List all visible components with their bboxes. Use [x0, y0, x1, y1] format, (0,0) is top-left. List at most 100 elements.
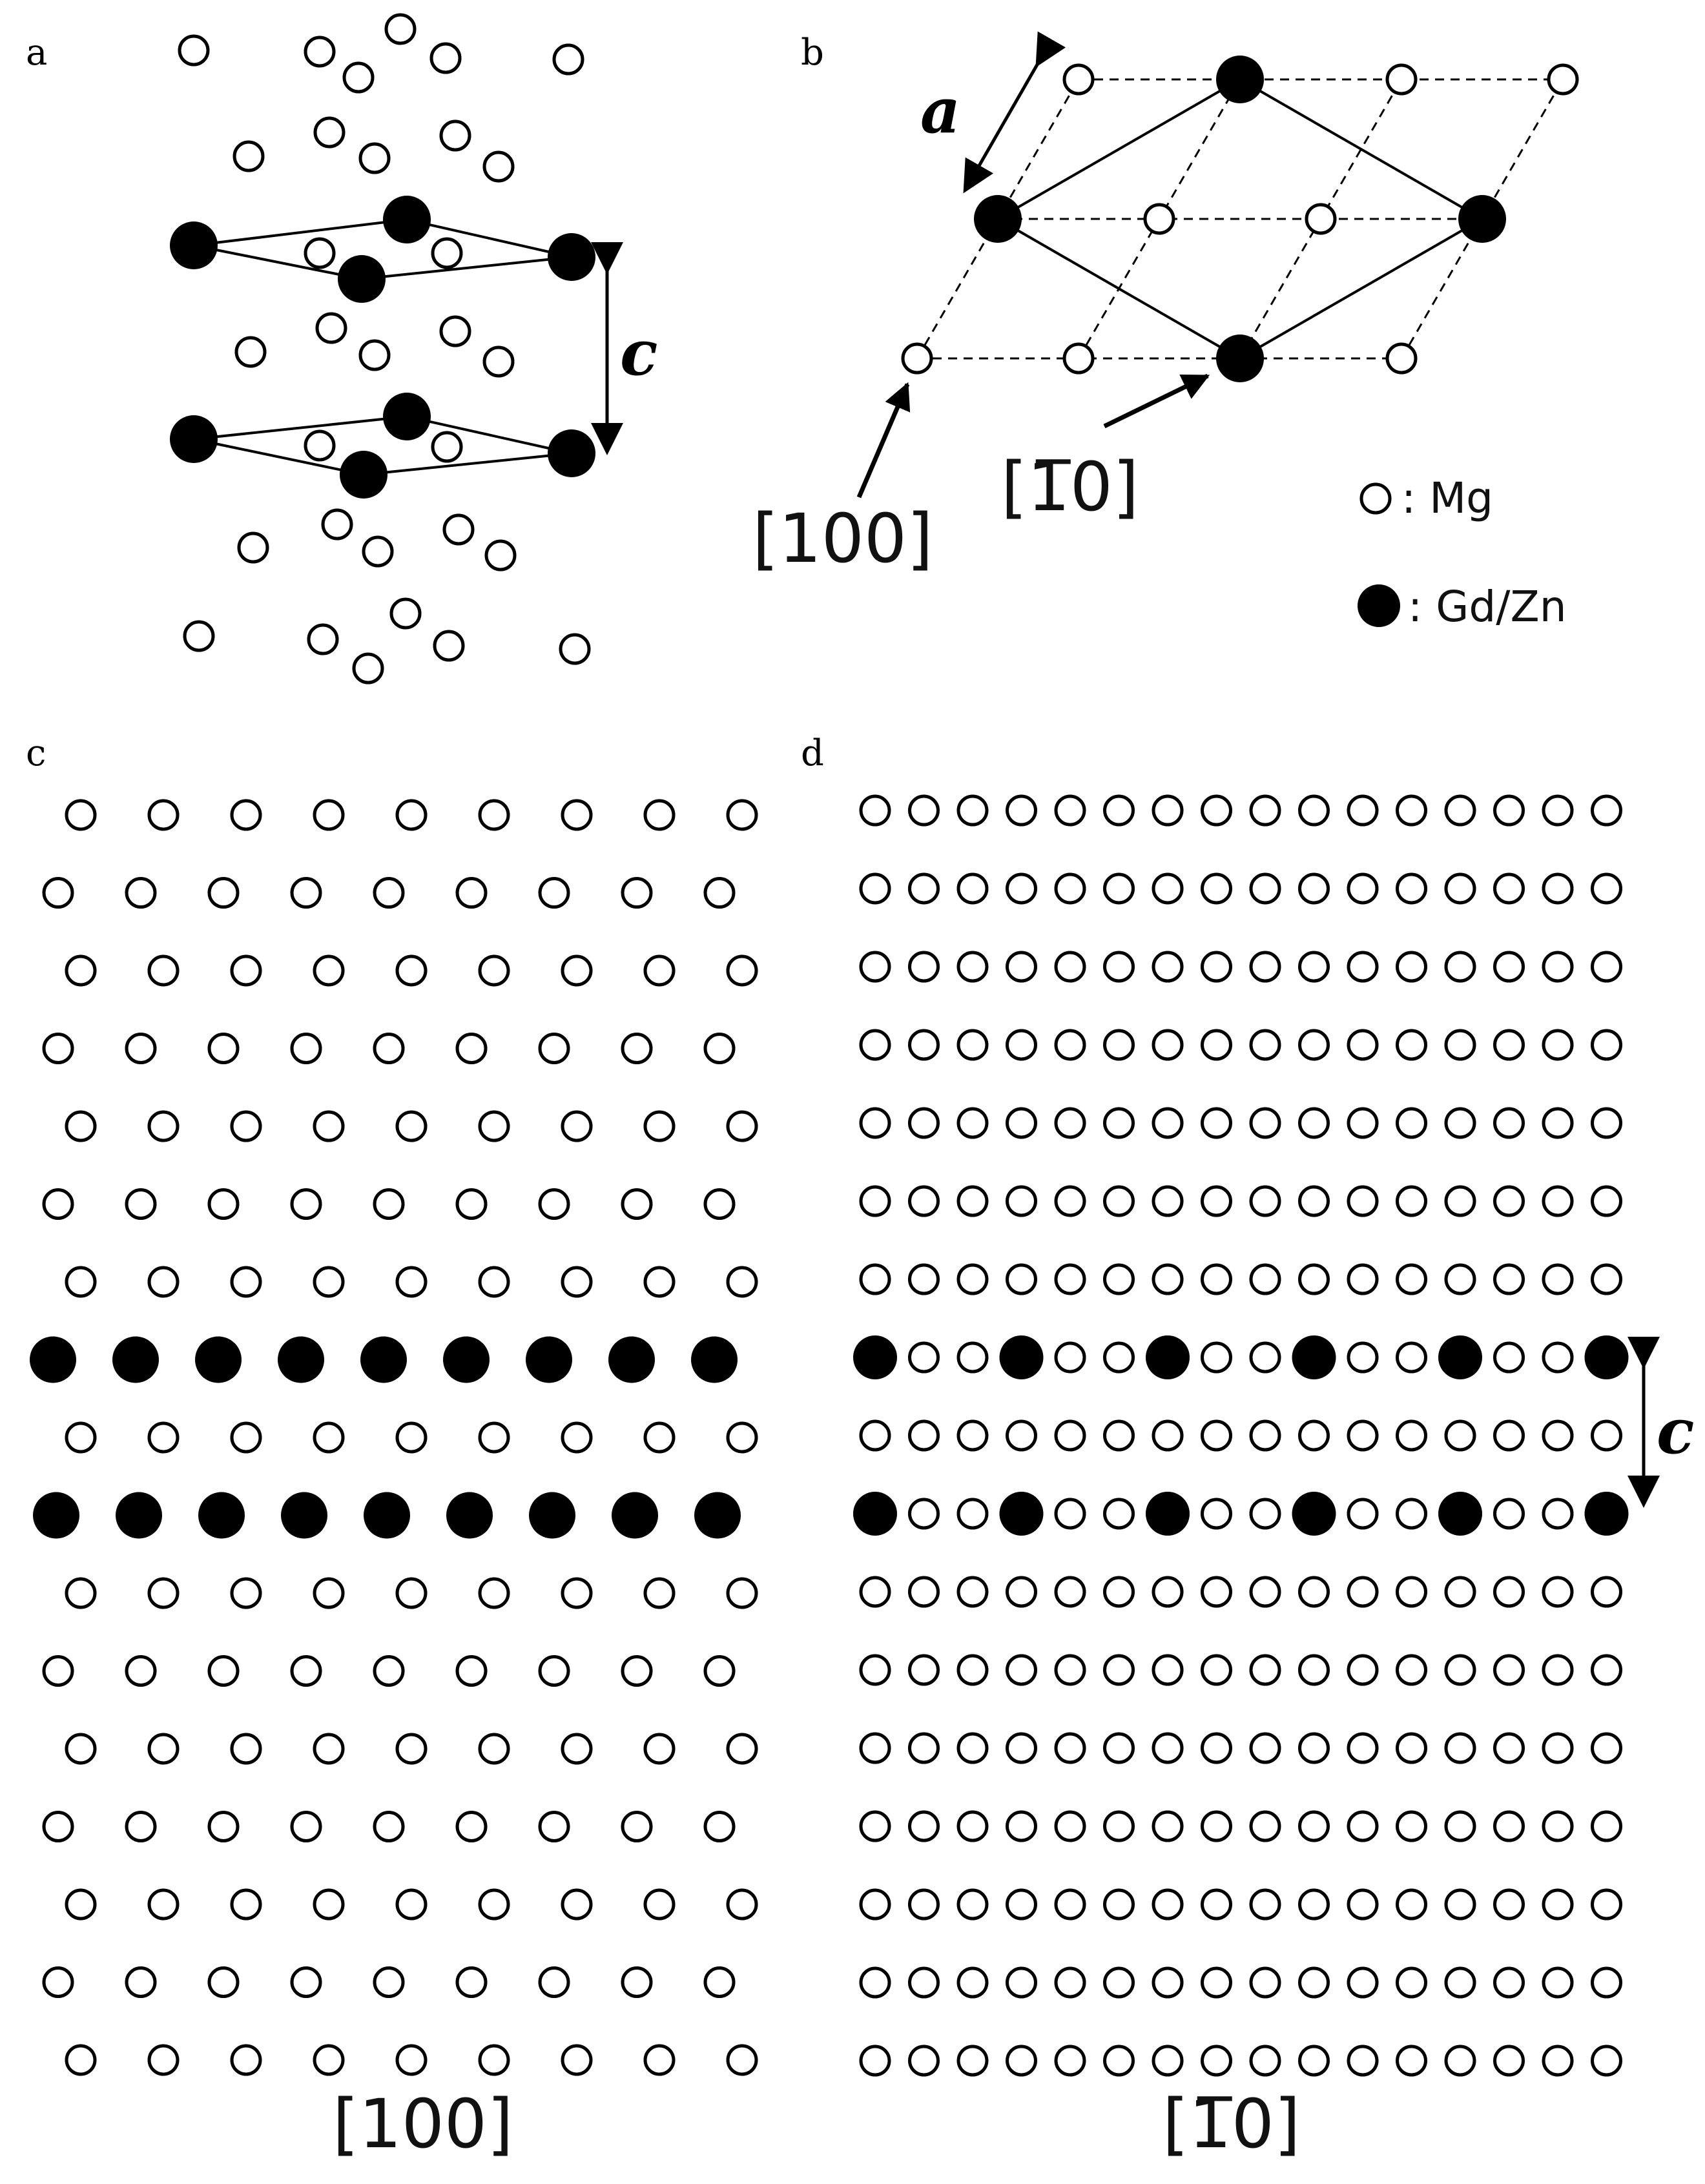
bond-line	[361, 256, 572, 280]
mg-atom	[1201, 1576, 1232, 1608]
mg-atom	[956, 1185, 989, 1217]
mg-atom	[1152, 1107, 1184, 1139]
mg-atom	[1103, 1185, 1135, 1217]
mg-atom	[478, 1733, 510, 1765]
gdzn-atom	[195, 1336, 242, 1383]
mg-atom	[1542, 1576, 1574, 1608]
mg-atom	[1006, 1029, 1037, 1061]
mg-atom	[1006, 1419, 1037, 1452]
mg-atom	[1444, 951, 1476, 983]
mg-atom	[1298, 1029, 1330, 1061]
mg-atom	[358, 339, 391, 371]
mg-atom	[147, 1266, 180, 1298]
mg-atom	[726, 1421, 758, 1454]
mg-atom	[1103, 1810, 1135, 1842]
mg-atom	[1006, 1185, 1037, 1217]
mg-atom	[538, 1033, 570, 1064]
mg-atom	[373, 1655, 405, 1687]
mg-atom	[908, 1576, 940, 1608]
mg-atom	[358, 142, 391, 174]
mg-atom	[384, 13, 417, 45]
mg-atom	[621, 1655, 653, 1687]
mg-atom	[207, 1033, 240, 1064]
mg-atom	[1396, 1732, 1427, 1764]
mg-atom	[561, 1421, 593, 1454]
mg-atom	[290, 877, 322, 909]
mg-atom	[478, 1110, 510, 1142]
mg-atom	[908, 1498, 940, 1530]
mg-atom	[1006, 1732, 1037, 1764]
mg-atom	[1201, 1654, 1232, 1686]
mg-atom	[395, 1110, 428, 1142]
mg-atom	[1298, 1888, 1330, 1921]
panel-c: c [100]	[26, 732, 758, 2163]
mg-atom	[908, 1263, 940, 1295]
mg-atom	[1305, 203, 1337, 235]
mg-atom	[1444, 1888, 1476, 1921]
mg-atom	[1493, 1654, 1525, 1686]
panel-a-atoms	[170, 13, 595, 685]
mg-atom	[908, 1107, 940, 1139]
mg-atom	[1591, 1576, 1622, 1608]
mg-atom	[726, 1266, 758, 1298]
mg-atom	[1201, 1263, 1232, 1295]
mg-atom	[1054, 1498, 1086, 1530]
mg-atom	[1103, 1888, 1135, 1921]
mg-atom	[1542, 1185, 1574, 1217]
mg-atom	[230, 2044, 262, 2076]
mg-atom	[1054, 1732, 1086, 1764]
mg-atom	[1201, 1732, 1232, 1764]
mg-atom	[42, 1033, 74, 1064]
bond-line	[193, 415, 408, 440]
mg-atom	[431, 431, 463, 463]
mg-atom	[552, 43, 584, 76]
mg-atom	[65, 2044, 97, 2076]
gdzn-atom	[694, 1492, 741, 1539]
mg-atom	[643, 954, 676, 987]
mg-atom	[1054, 951, 1086, 983]
mg-atom	[1201, 794, 1232, 827]
mg-atom	[1542, 1029, 1574, 1061]
mg-atom	[1201, 1810, 1232, 1842]
mg-atom	[859, 872, 891, 905]
mg-atom	[1444, 1185, 1476, 1217]
panel-b: b a [100] [1̅0] : Mg : Gd/Zn	[752, 31, 1579, 632]
mg-atom	[1054, 1419, 1086, 1452]
mg-atom	[956, 1107, 989, 1139]
panel-a-c-label: c	[620, 316, 657, 389]
mg-atom	[726, 2044, 758, 2076]
mg-atom	[1152, 1810, 1184, 1842]
mg-atom	[313, 1577, 345, 1609]
mg-atom	[859, 1654, 891, 1686]
mg-atom	[1152, 872, 1184, 905]
mg-atom	[908, 1732, 940, 1764]
mg-atom	[1385, 342, 1418, 375]
mg-atom	[42, 1655, 74, 1687]
mg-atom	[1249, 1107, 1281, 1139]
mg-atom	[1152, 1888, 1184, 1921]
mg-atom	[1249, 2045, 1281, 2077]
mg-atom	[643, 1577, 676, 1609]
mg-atom	[439, 119, 471, 152]
mg-atom	[178, 34, 210, 67]
gdzn-atom	[360, 1336, 407, 1383]
mg-atom	[643, 1266, 676, 1298]
mg-atom	[232, 140, 265, 172]
mg-atom	[1054, 1029, 1086, 1061]
mg-atom	[290, 1966, 322, 1998]
mg-atom	[703, 1033, 736, 1064]
mg-atom	[1201, 1341, 1232, 1374]
mg-atom	[482, 150, 515, 183]
mg-atom	[561, 1266, 593, 1298]
mg-atom	[1493, 1576, 1525, 1608]
bond-line	[193, 244, 362, 280]
mg-atom	[147, 1888, 180, 1921]
gdzn-atom	[608, 1336, 655, 1383]
mg-atom	[42, 1966, 74, 1998]
mg-atom	[1298, 1576, 1330, 1608]
mg-atom	[207, 1811, 240, 1842]
mg-atom	[1396, 1419, 1427, 1452]
mg-atom	[1103, 1576, 1135, 1608]
panel-a-label: a	[26, 32, 47, 74]
mg-atom	[643, 799, 676, 831]
